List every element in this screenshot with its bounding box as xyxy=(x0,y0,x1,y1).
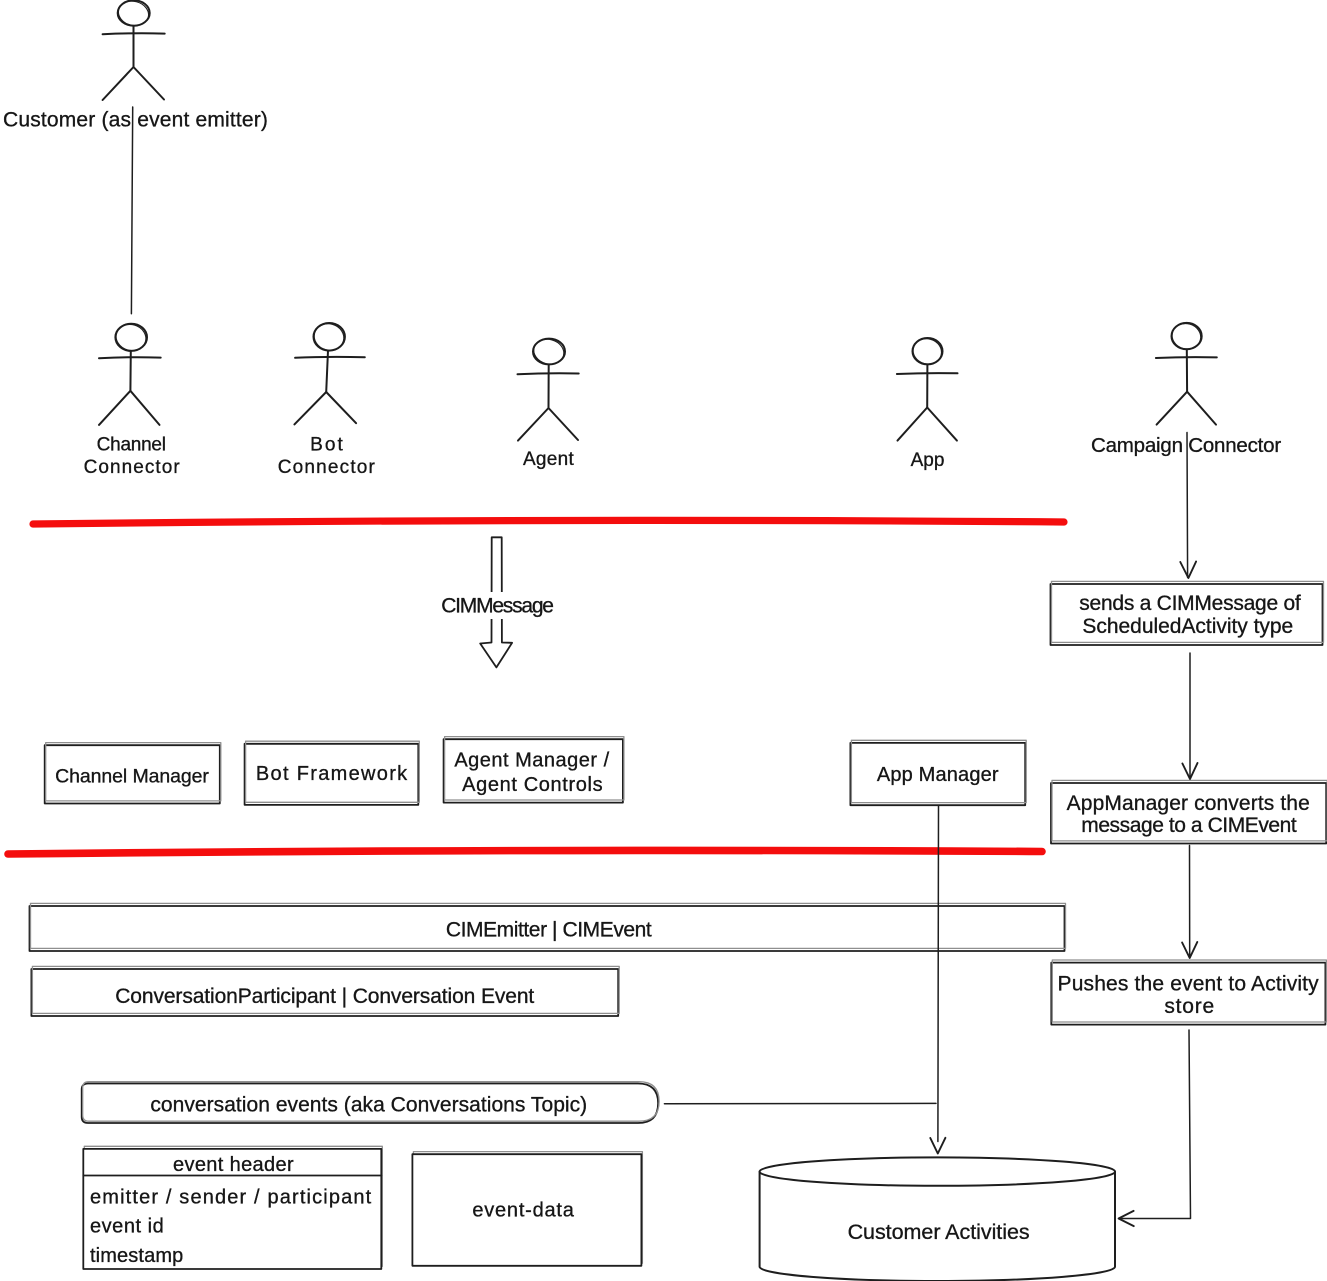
svg-text:event id: event id xyxy=(90,1216,164,1238)
svg-text:conversation events (aka Conve: conversation events (aka Conversations T… xyxy=(150,1094,587,1117)
svg-text:App: App xyxy=(911,450,945,471)
svg-text:sends a CIMMessage of: sends a CIMMessage of xyxy=(1079,592,1301,615)
svg-text:Bot: Bot xyxy=(310,434,345,455)
svg-text:ConversationParticipant | Conv: ConversationParticipant | Conversation E… xyxy=(115,985,534,1008)
svg-text:store: store xyxy=(1164,995,1215,1018)
svg-text:emitter / sender / participant: emitter / sender / participant xyxy=(90,1187,372,1209)
svg-text:App Manager: App Manager xyxy=(877,764,999,786)
svg-text:Bot Framework: Bot Framework xyxy=(256,763,409,785)
svg-text:Connector: Connector xyxy=(84,457,181,478)
svg-text:Channel Manager: Channel Manager xyxy=(55,765,209,787)
svg-text:Campaign Connector: Campaign Connector xyxy=(1091,434,1281,457)
svg-text:Customer Activities: Customer Activities xyxy=(848,1220,1030,1244)
svg-text:Agent Manager /: Agent Manager / xyxy=(454,750,609,772)
svg-text:Agent Controls: Agent Controls xyxy=(462,774,603,796)
svg-text:event-data: event-data xyxy=(472,1200,574,1222)
svg-text:Agent: Agent xyxy=(523,449,574,470)
svg-text:Customer (as event emitter): Customer (as event emitter) xyxy=(3,109,268,132)
svg-text:message to a CIMEvent: message to a CIMEvent xyxy=(1081,814,1297,837)
svg-text:CIMMessage: CIMMessage xyxy=(441,595,553,618)
svg-text:CIMEmitter | CIMEvent: CIMEmitter | CIMEvent xyxy=(446,919,652,942)
svg-text:event header: event header xyxy=(173,1154,294,1176)
svg-text:ScheduledActivity type: ScheduledActivity type xyxy=(1082,615,1293,638)
svg-text:timestamp: timestamp xyxy=(90,1245,183,1267)
svg-text:Channel: Channel xyxy=(97,434,166,455)
svg-text:Connector: Connector xyxy=(278,457,376,478)
svg-text:AppManager converts the: AppManager converts the xyxy=(1067,792,1310,815)
svg-text:Pushes the event to Activity: Pushes the event to Activity xyxy=(1058,973,1320,996)
